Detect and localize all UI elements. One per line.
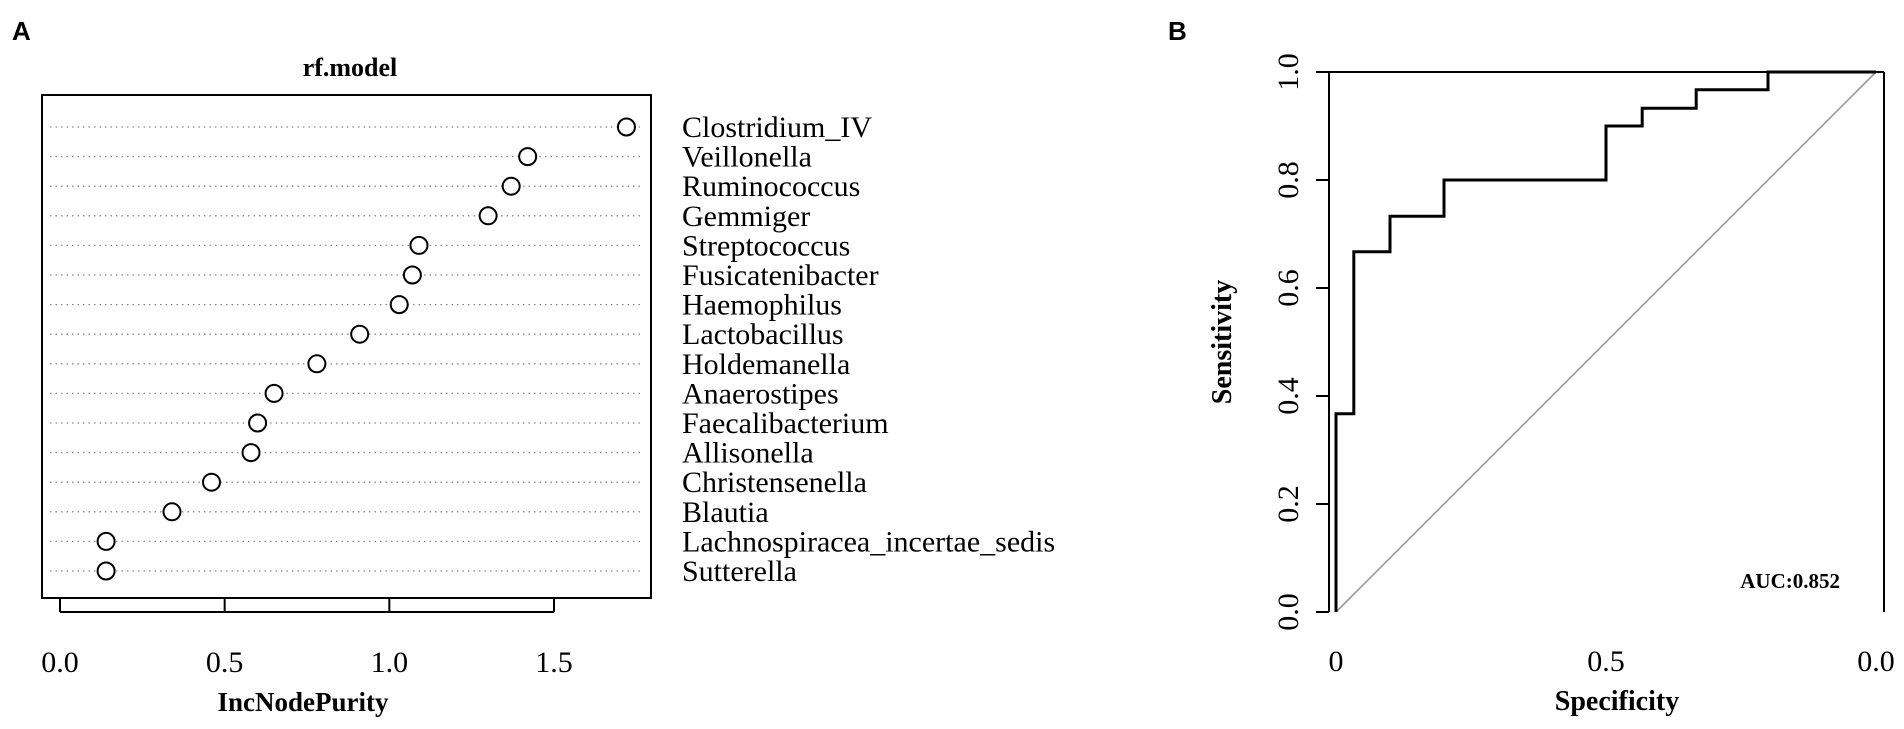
category-label: Sutterella: [682, 555, 797, 588]
importance-point: [264, 383, 284, 403]
importance-point: [518, 147, 538, 167]
auc-annotation: AUC:0.852: [1740, 569, 1840, 593]
importance-point: [478, 206, 498, 226]
x-tick-label: 0: [1329, 645, 1344, 678]
category-label: Holdemanella: [682, 348, 850, 381]
panel-a-label: A: [12, 16, 31, 46]
category-label: Veillonella: [682, 141, 812, 174]
roc-reference-diagonal: [1335, 71, 1877, 613]
category-label: Lachnospiracea_incertae_sedis: [682, 525, 1055, 558]
y-tick-label: 0.2: [1272, 485, 1305, 523]
category-label: Faecalibacterium: [682, 407, 889, 440]
y-tick-label: 0.6: [1272, 269, 1305, 307]
category-label: Fusicatenibacter: [682, 259, 879, 292]
importance-point: [201, 472, 221, 492]
y-tick-label: 0.4: [1272, 377, 1305, 415]
category-label: Gemmiger: [682, 200, 810, 233]
chart-b-xlabel: Specificity: [1555, 686, 1679, 717]
importance-point: [402, 265, 422, 285]
importance-point: [162, 502, 182, 522]
category-label: Haemophilus: [682, 289, 842, 322]
y-tick-label: 0.0: [1272, 593, 1305, 631]
importance-point: [96, 531, 116, 551]
category-label: Allisonella: [682, 437, 814, 470]
category-label: Lactobacillus: [682, 318, 844, 351]
roc-curve-line: [1334, 70, 1876, 612]
importance-point: [350, 324, 370, 344]
importance-point: [409, 235, 429, 255]
x-tick-label: 0.5: [1587, 645, 1625, 678]
roc-curve-plot: 0.0 0.2 0.4 0.6 0.8 1.0 0 0.5 0.0 Sensitivity S…: [1207, 53, 1895, 717]
importance-point: [96, 561, 116, 581]
variable-importance-plot: rf.model Clostridium_IVVeillonellaRumino…: [41, 53, 1055, 717]
x-tick-label: 0.0: [1857, 645, 1895, 678]
chart-a-title: rf.model: [303, 53, 398, 82]
importance-point: [307, 354, 327, 374]
importance-point: [241, 443, 261, 463]
chart-a-xlabel: IncNodePurity: [218, 687, 389, 717]
x-tick-label: 1.0: [371, 646, 409, 679]
chart-b-ylabel: Sensitivity: [1207, 280, 1238, 404]
category-label: Anaerostipes: [682, 377, 839, 410]
panel-b-label: B: [1168, 16, 1187, 46]
x-tick-label: 0.5: [206, 646, 244, 679]
importance-point: [248, 413, 268, 433]
category-label: Clostridium_IV: [682, 111, 872, 144]
x-tick-label: 0.0: [41, 646, 79, 679]
y-tick-label: 1.0: [1272, 53, 1305, 91]
chart-a-frame: [41, 94, 652, 599]
importance-point: [616, 117, 636, 137]
x-tick-label: 1.5: [535, 646, 573, 679]
y-tick-label: 0.8: [1272, 161, 1305, 199]
importance-point: [501, 176, 521, 196]
category-label: Streptococcus: [682, 229, 850, 262]
category-label: Ruminococcus: [682, 170, 860, 203]
category-label: Christensenella: [682, 466, 867, 499]
category-label: Blautia: [682, 496, 769, 529]
importance-point: [389, 295, 409, 315]
